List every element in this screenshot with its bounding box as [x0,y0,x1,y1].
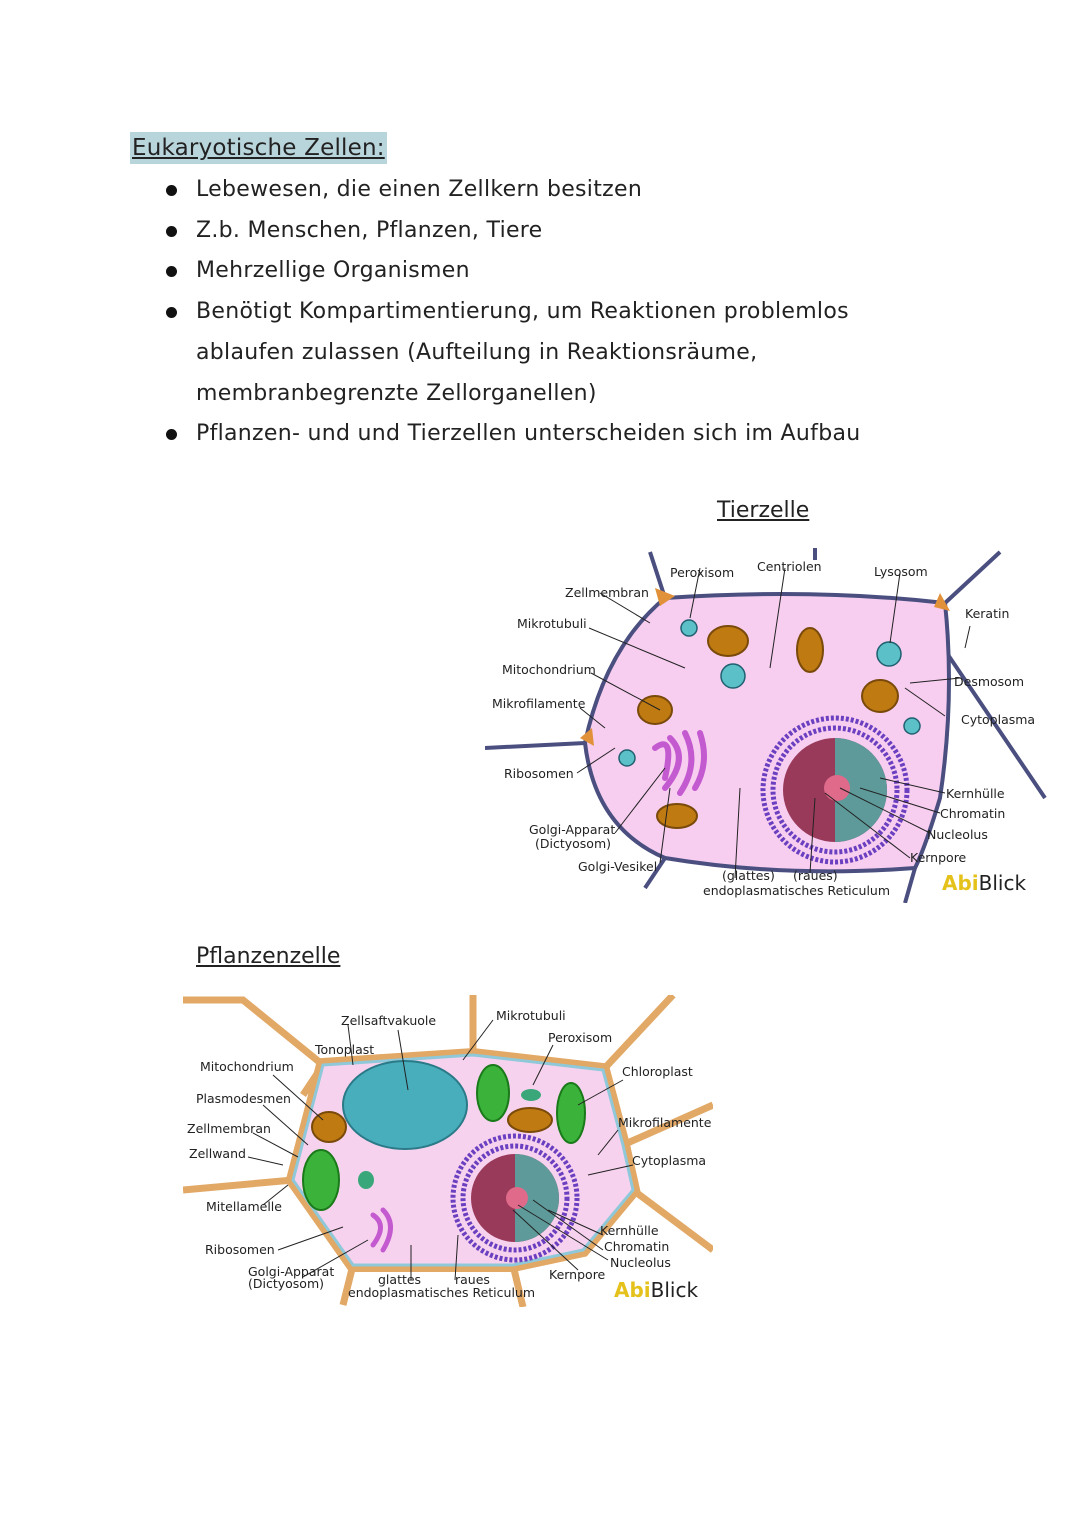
bullet-text: Pflanzen- und und Tierzellen unterscheid… [196,421,861,447]
bullet-item: Mehrzellige Organismen [160,251,896,292]
label-golgi-vesikel: Golgi-Vesikel [578,859,658,874]
label-mitochondrium: Mitochondrium [200,1059,294,1074]
label-desmosom: Desmosom [954,674,1024,689]
bullet-list: Lebewesen, die einen Zellkern besitzen Z… [160,170,896,455]
label-mikrofilamente: Mikrofilamente [492,696,586,711]
bullet-item: Z.b. Menschen, Pflanzen, Tiere [160,211,896,252]
label-keratin: Keratin [965,606,1010,621]
label-kernhuelle: Kernhülle [600,1223,659,1238]
label-mitochondrium: Mitochondrium [502,662,596,677]
label-dictyosom: (Dictyosom) [535,836,612,851]
label-kernhuelle: Kernhülle [946,786,1005,801]
label-dictyosom: (Dictyosom) [248,1276,325,1291]
bullet-icon [166,429,177,441]
label-chloroplast: Chloroplast [622,1064,693,1079]
label-ribosomen: Ribosomen [205,1242,275,1257]
label-raues: raues [455,1272,490,1287]
bullet-icon [166,266,177,278]
label-glattes: (glattes) [722,868,775,883]
label-zellsaftvakuole: Zellsaftvakuole [341,1013,437,1028]
bullet-item: Benötigt Kompartimentierung, um Reaktion… [160,292,866,414]
label-glattes: glattes [378,1272,422,1287]
bullet-icon [166,307,177,319]
label-zellwand: Zellwand [189,1146,246,1161]
vacuole-shape [342,1060,468,1150]
label-golgi-apparat: Golgi-Apparat [529,822,616,837]
plant-cell-title: Pflanzenzelle [196,944,341,969]
bullet-text: Mehrzellige Organismen [196,258,470,284]
label-kernpore: Kernpore [910,850,967,865]
bullet-text: Lebewesen, die einen Zellkern besitzen [196,177,643,202]
section-heading: Eukaryotische Zellen: [130,132,387,164]
animal-cell-title: Tierzelle [717,498,810,523]
label-centriolen: Centriolen [757,559,822,574]
label-kernpore: Kernpore [549,1267,606,1282]
label-chromatin: Chromatin [940,806,1006,821]
label-tonoplast: Tonoplast [315,1042,375,1057]
label-cytoplasma: Cytoplasma [961,712,1036,727]
label-zellmembran: Zellmembran [565,585,649,600]
label-er: endoplasmatisches Reticulum [703,883,891,898]
bullet-text: Benötigt Kompartimentierung, um Reaktion… [196,299,849,406]
label-peroxisom: Peroxisom [670,565,735,580]
animal-cell-diagram [485,548,1047,903]
bullet-item: Lebewesen, die einen Zellkern besitzen [160,170,896,211]
label-peroxisom: Peroxisom [548,1030,613,1045]
bullet-text: Z.b. Menschen, Pflanzen, Tiere [196,217,543,243]
abiblick-logo: AbiBlick [614,1278,699,1302]
bullet-icon [166,225,177,237]
label-ribosomen: Ribosomen [504,766,574,781]
label-mitellamelle: Mitellamelle [206,1199,282,1214]
abiblick-logo: AbiBlick [942,871,1027,895]
label-er: endoplasmatisches Reticulum [348,1285,536,1300]
label-mikrotubuli: Mikrotubuli [517,616,587,631]
label-zellmembran: Zellmembran [187,1121,271,1136]
label-cytoplasma: Cytoplasma [632,1153,707,1168]
label-nucleolus: Nucleolus [610,1255,671,1270]
bullet-item: Pflanzen- und und Tierzellen unterscheid… [160,414,896,455]
bullet-icon [166,185,177,196]
label-lysosom: Lysosom [874,564,928,579]
label-mikrotubuli: Mikrotubuli [496,1008,566,1023]
plant-cell-diagram [183,995,713,1307]
label-mikrofilamente: Mikrofilamente [618,1115,712,1130]
label-plasmodesmen: Plasmodesmen [196,1091,291,1106]
label-raues: (raues) [793,868,838,883]
label-golgi-apparat: Golgi-Apparat [248,1264,335,1279]
label-chromatin: Chromatin [604,1239,670,1254]
label-nucleolus: Nucleolus [927,827,988,842]
